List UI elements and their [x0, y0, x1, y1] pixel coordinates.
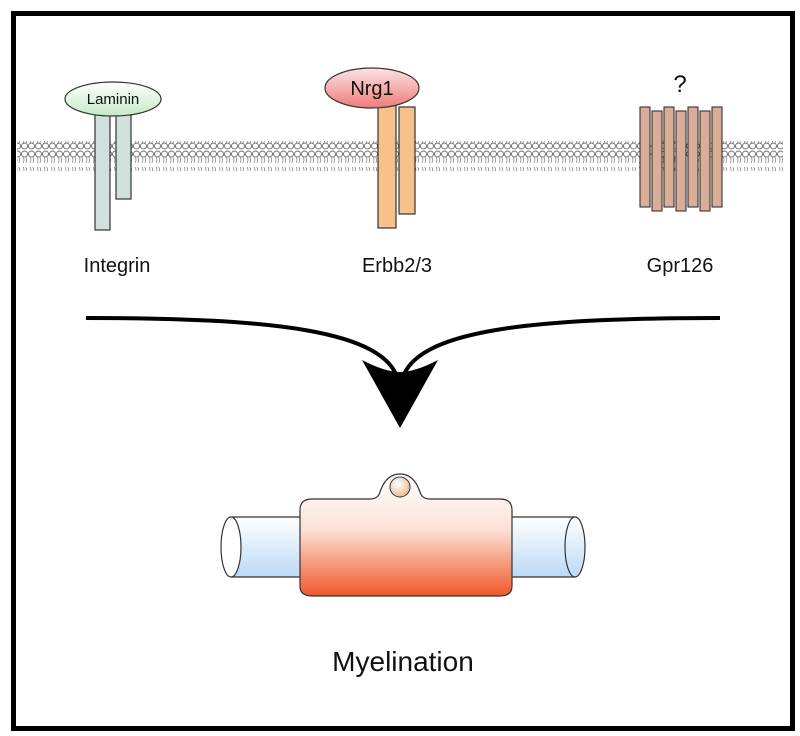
laminin-ligand: Laminin	[64, 81, 162, 117]
gpr126-receptor	[639, 106, 723, 212]
integrin-receptor	[94, 111, 132, 231]
nucleus	[389, 476, 411, 498]
nrg1-ligand: Nrg1	[324, 67, 420, 109]
laminin-label: Laminin	[87, 91, 140, 108]
nrg1-label: Nrg1	[350, 78, 393, 100]
converging-arrow	[85, 316, 721, 428]
myelinated-axon	[220, 473, 586, 597]
erbb-receptor	[377, 103, 416, 229]
unknown-ligand-label: ?	[673, 71, 686, 98]
gpr126-label: Gpr126	[647, 255, 714, 277]
myelination-label: Myelination	[332, 646, 474, 677]
integrin-label: Integrin	[84, 255, 151, 277]
erbb-label: Erbb2/3	[362, 255, 432, 277]
